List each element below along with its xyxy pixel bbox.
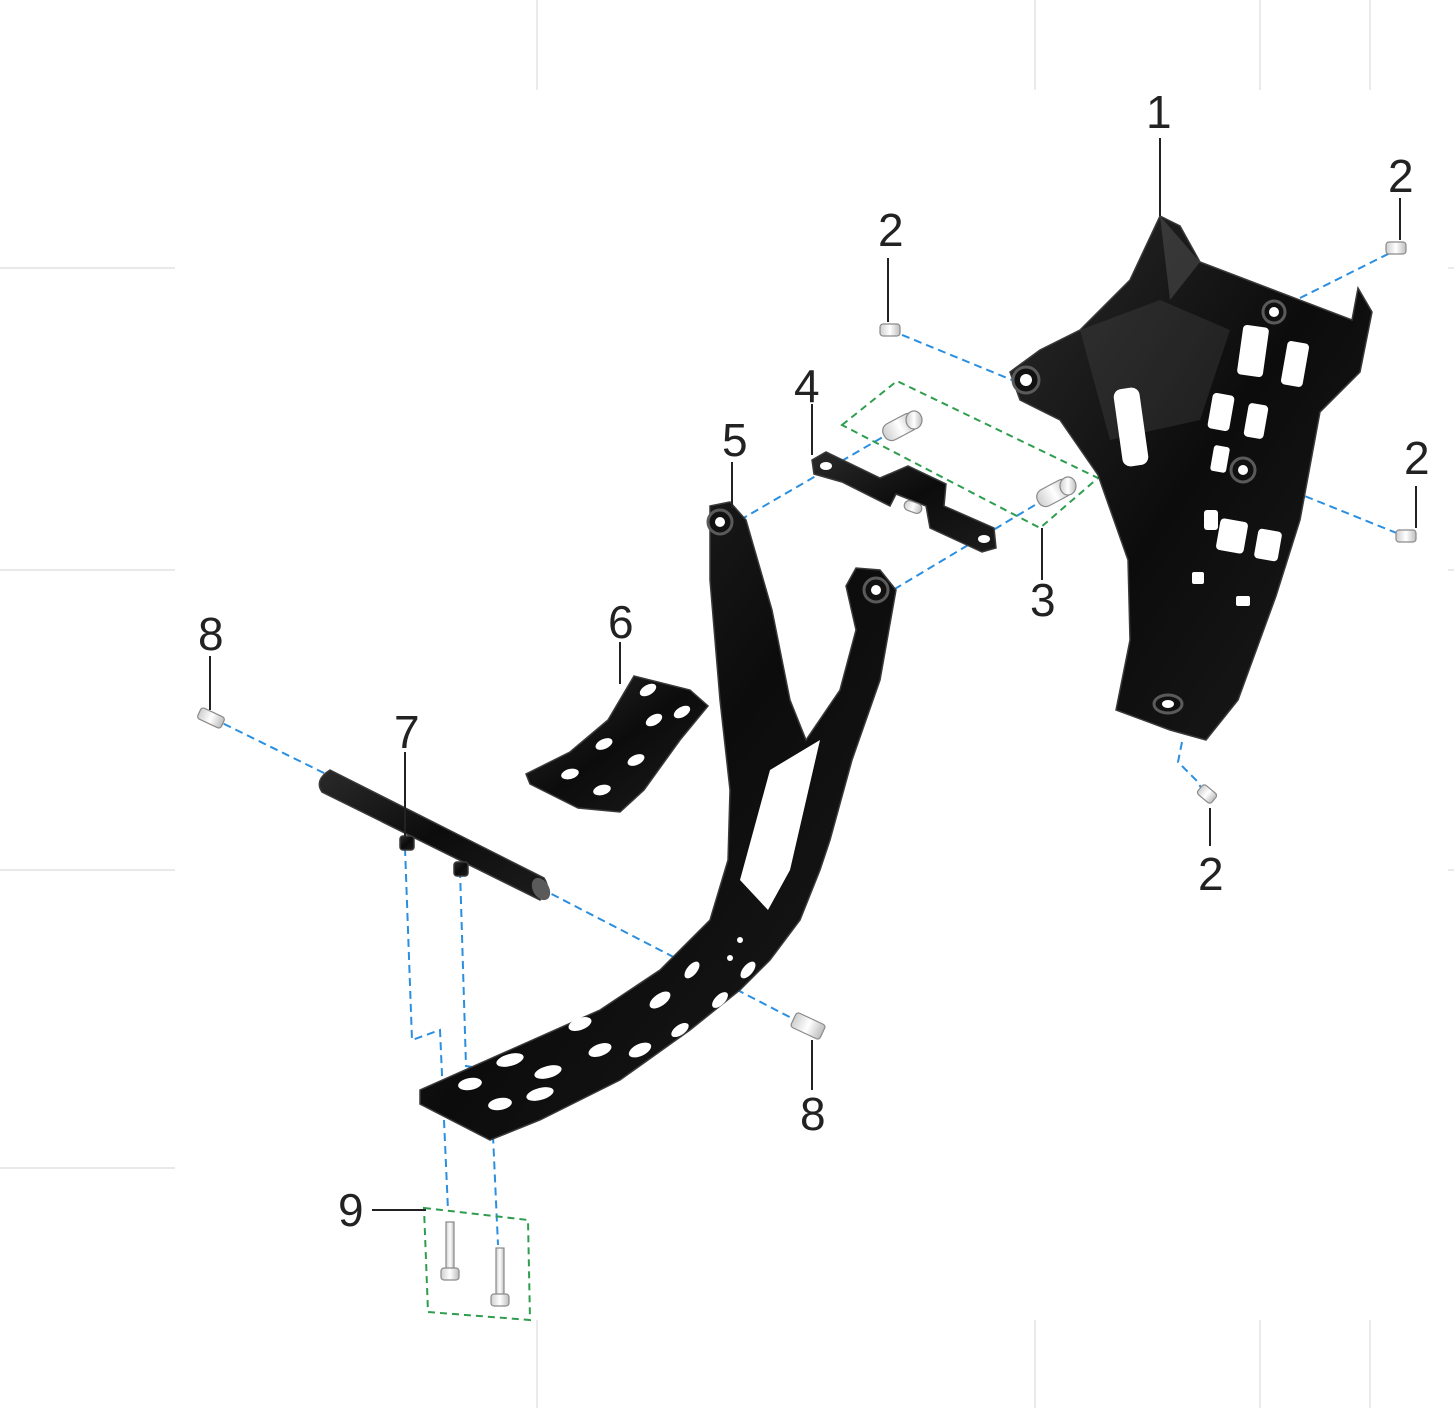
footrest-frame <box>419 501 897 1141</box>
flange-bolt-icon <box>1385 241 1407 255</box>
plate-bolts <box>879 241 1417 804</box>
foot-pad <box>525 675 710 813</box>
group-boxes <box>422 379 1100 1322</box>
cross-bar <box>318 769 551 901</box>
callout-5: 5 <box>722 414 748 466</box>
callout-8: 8 <box>800 1088 826 1140</box>
flange-bolt-icon <box>879 323 901 337</box>
callout-9: 9 <box>338 1184 364 1236</box>
flange-bolt-icon <box>1395 529 1417 543</box>
pin-icon <box>882 410 923 442</box>
callout-2: 2 <box>1198 848 1224 900</box>
group-box-9 <box>422 1206 532 1322</box>
pivot-pins <box>882 410 1077 508</box>
long-bolt-icon <box>490 1247 510 1307</box>
callout-2: 2 <box>1388 150 1414 202</box>
callouts: 1 2 2 2 2 3 4 5 6 7 8 8 9 <box>198 86 1430 1236</box>
flange-bolt-icon <box>1196 784 1218 804</box>
group-box-3 <box>840 379 1100 530</box>
bar-bolts <box>197 707 826 1040</box>
long-bolt-icon <box>440 1221 460 1281</box>
pin-icon <box>1036 476 1077 508</box>
bolt-icon <box>197 707 225 729</box>
callout-3: 3 <box>1030 574 1056 626</box>
leader-lines <box>209 138 1417 1211</box>
callout-4: 4 <box>794 360 820 412</box>
callout-2: 2 <box>1404 432 1430 484</box>
callout-7: 7 <box>394 706 420 758</box>
bolt-icon <box>790 1012 826 1040</box>
mount-bracket <box>811 451 997 553</box>
callout-8: 8 <box>198 608 224 660</box>
callout-2: 2 <box>878 204 904 256</box>
long-bolts <box>440 1221 510 1307</box>
callout-1: 1 <box>1146 86 1172 138</box>
skid-plate <box>1009 214 1373 741</box>
callout-6: 6 <box>608 596 634 648</box>
